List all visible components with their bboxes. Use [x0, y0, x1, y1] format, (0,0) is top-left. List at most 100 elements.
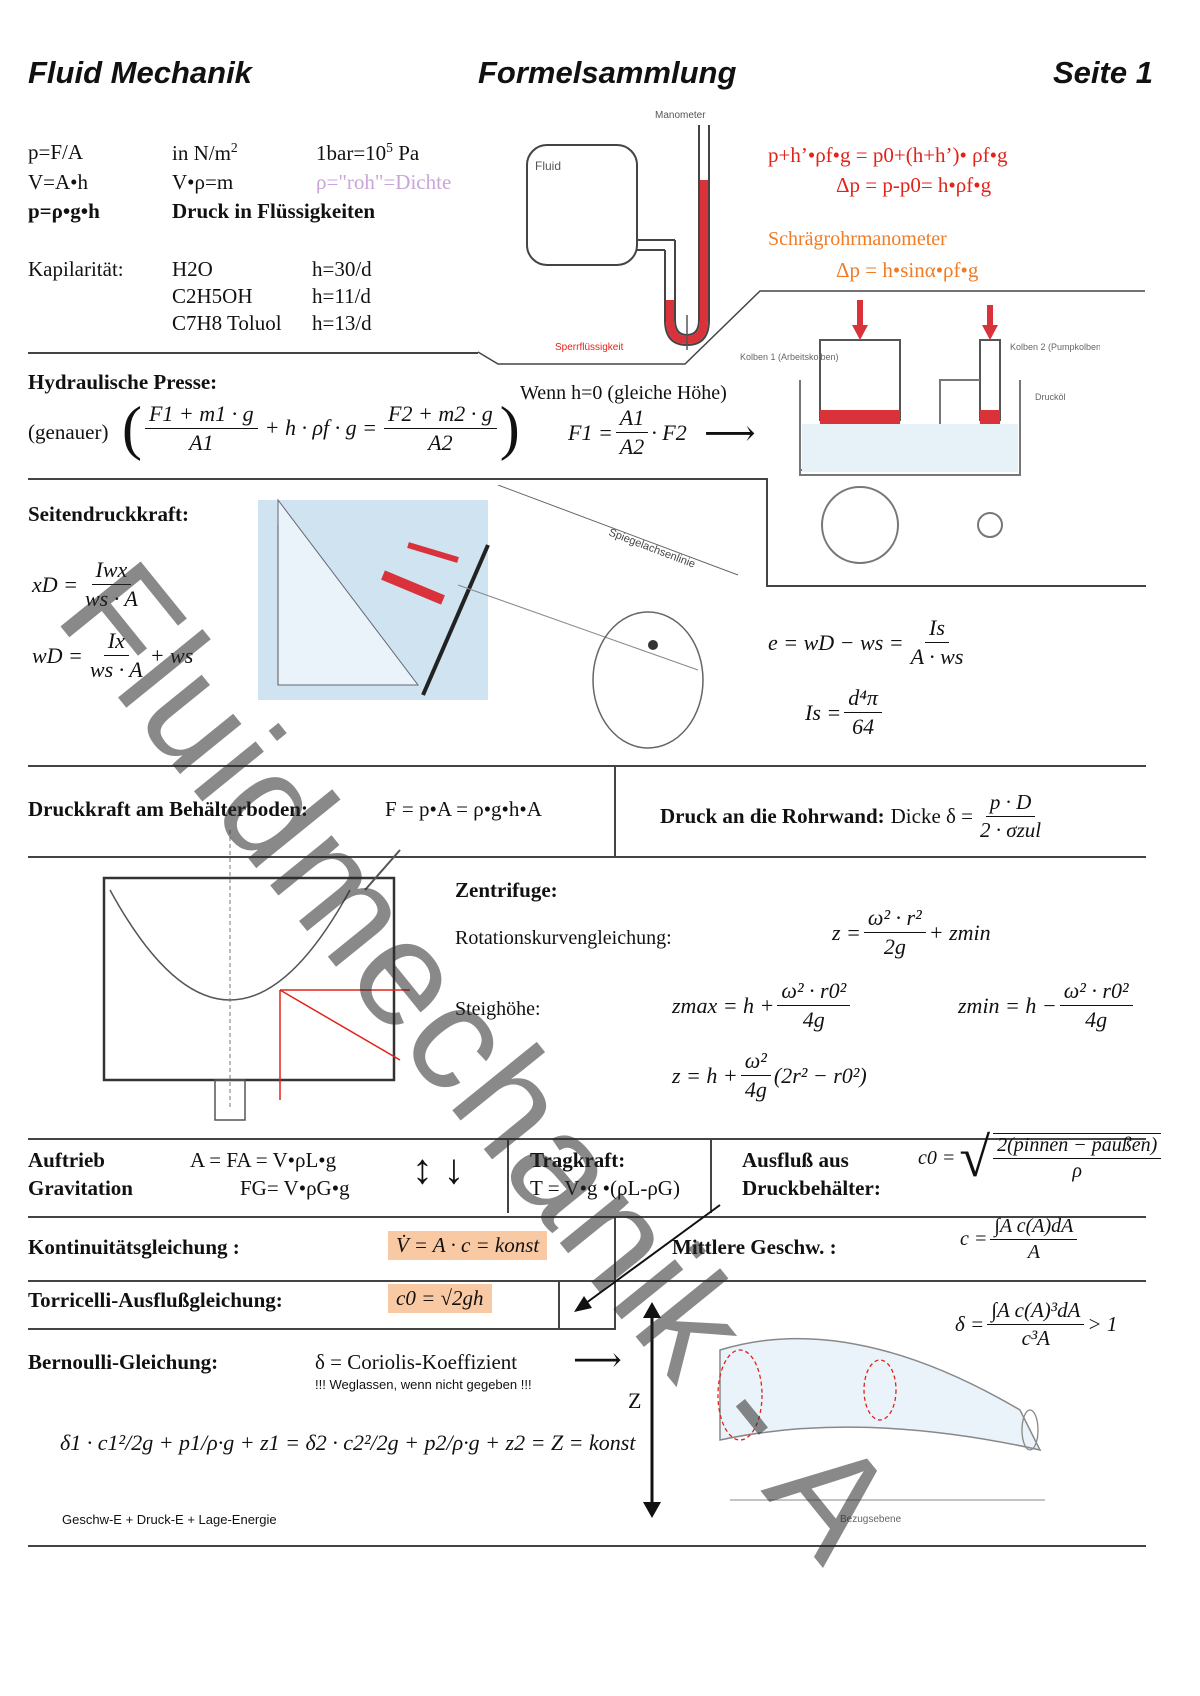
bernoulli-eq: δ1 · c1²/2g + p1/ρ·g + z1 = δ2 · c2²/2g …	[60, 1430, 636, 1455]
gravitation-label: Gravitation	[28, 1176, 133, 1200]
kap-ethanol-val: h=11/d	[312, 284, 371, 308]
bernoulli-title: Bernoulli-Gleichung:	[28, 1350, 219, 1374]
bernoulli-arrow: ⟶	[573, 1342, 622, 1379]
torricelli-title: Torricelli-Ausflußgleichung:	[28, 1288, 283, 1312]
force-arrows: ↕ ↓	[412, 1147, 465, 1193]
divider	[28, 1545, 1146, 1547]
steighoehe-label: Steighöhe:	[455, 998, 541, 1020]
divider	[28, 856, 1146, 858]
weglassen-note: !!! Weglassen, wenn nicht gegeben !!!	[315, 1377, 532, 1392]
kap-ethanol: C2H5OH	[172, 284, 253, 308]
svg-text:Fluid: Fluid	[535, 159, 561, 173]
kap-toluol-val: h=13/d	[312, 311, 372, 335]
hydraulic-title: Hydraulische Presse:	[28, 370, 218, 394]
divider	[28, 352, 478, 354]
mittlere-title: Mittlere Geschw. :	[672, 1235, 837, 1259]
hydraulic-wenn: Wenn h=0 (gleiche Höhe)	[520, 382, 727, 404]
divider	[28, 1138, 1146, 1140]
seitendruck-diagram: Spiegelachsenlinie	[258, 485, 739, 749]
kap-toluol: C7H8 Toluol	[172, 311, 282, 335]
ausfluss-formula: c0 = √ 2(pinnen − paußen)ρ	[918, 1130, 1164, 1186]
druckkraft-eq: F = p•A = ρ•g•h•A	[385, 797, 542, 821]
stream-tube-diagram: Bezugsebene	[717, 1337, 1045, 1525]
basics-mass: V•ρ=m	[172, 170, 234, 194]
hydraulic-press-diagram: Kolben 1 (Arbeitskolben) Kolben 2 (Pumpk…	[740, 300, 1100, 564]
basics-unit: in N/m2	[172, 140, 238, 165]
hydraulic-arrow: ⟶	[704, 413, 756, 453]
gravitation-eq: FG= V•ρG•g	[240, 1176, 350, 1200]
z-label: Z	[628, 1388, 642, 1413]
divider	[766, 478, 768, 586]
z-arrow	[643, 1302, 661, 1518]
svg-text:Kolben 1 (Arbeitskolben): Kolben 1 (Arbeitskolben)	[740, 352, 839, 362]
basics-density: ρ="roh"=Dichte	[316, 170, 452, 194]
header-left-title: Fluid Mechanik	[28, 55, 252, 90]
divider	[28, 765, 1146, 767]
divider	[28, 1280, 1146, 1282]
basics-bar: 1bar=105 Pa	[316, 140, 420, 165]
manometer-eq1: p+h’•ρf•g = p0+(h+h’)• ρf•g	[768, 143, 1008, 167]
divider	[28, 1216, 1146, 1218]
manometer-diagram: Fluid Manometer Sperrflüssigkeit	[526, 110, 710, 353]
seiten-title: Seitendruckkraft:	[28, 502, 189, 526]
divider	[507, 1138, 509, 1213]
basics-hydrostatic-label: Druck in Flüssigkeiten	[172, 199, 376, 223]
svg-text:Sperrflüssigkeit: Sperrflüssigkeit	[555, 342, 624, 353]
kap-water-val: h=30/d	[312, 257, 372, 281]
svg-text:Kolben 2 (Pumpkolben): Kolben 2 (Pumpkolben)	[1010, 342, 1100, 352]
energie-label: Geschw-E + Druck-E + Lage-Energie	[62, 1512, 277, 1527]
zentrifuge-diagram	[102, 830, 410, 1121]
kap-water: H2O	[172, 257, 213, 281]
svg-text:Manometer: Manometer	[655, 110, 706, 121]
manometer-eq2: Δp = p-p0= h•ρf•g	[836, 173, 992, 197]
basics-volume: V=A•h	[28, 170, 89, 194]
divider	[710, 1138, 712, 1213]
svg-text:Spiegelachsenlinie: Spiegelachsenlinie	[607, 527, 697, 571]
druckkraft-title: Druckkraft am Behälterboden:	[28, 797, 308, 821]
zentrifuge-title: Zentrifuge:	[455, 878, 558, 902]
torricelli-eq: c0 = √2gh	[388, 1284, 492, 1313]
header-page-number: Seite 1	[1053, 55, 1153, 90]
kontinuitaet-eq: V̇ = A · c = konst	[388, 1231, 548, 1260]
fluid-tank	[526, 144, 638, 266]
schraegrohr-title: Schrägrohrmanometer	[768, 228, 947, 250]
kontinuitaet-title: Kontinuitätsgleichung :	[28, 1235, 240, 1259]
schraegrohr-eq: Δp = h•sinα•ρf•g	[836, 258, 979, 282]
ausfluss-title2: Druckbehälter:	[742, 1176, 881, 1200]
divider	[766, 585, 1146, 587]
basics-hydrostatic: p=ρ•g•h	[28, 199, 100, 223]
header-center-title: Formelsammlung	[478, 55, 737, 90]
pointer-arrow	[574, 1204, 721, 1312]
divider	[614, 1216, 616, 1328]
ausfluss-title1: Ausfluß aus	[742, 1148, 849, 1172]
coriolis-label: δ = Coriolis-Koeffizient	[315, 1350, 518, 1374]
divider	[614, 766, 616, 856]
tragkraft-title: Tragkraft:	[530, 1148, 626, 1172]
auftrieb-eq: A = FA = V•ρL•g	[190, 1148, 337, 1172]
basics-pressure: p=F/A	[28, 140, 84, 164]
hydraulic-genauer: (genauer)	[28, 420, 109, 444]
divider	[28, 478, 768, 480]
tragkraft-eq: T = V•g •(ρL-ρG)	[530, 1176, 680, 1200]
svg-text:Drucköl: Drucköl	[1035, 392, 1066, 402]
divider-slant	[477, 290, 1145, 365]
auftrieb-label: Auftrieb	[28, 1148, 105, 1172]
divider	[558, 1280, 560, 1328]
kapilaritaet-label: Kapilarität:	[28, 257, 124, 281]
rotation-label: Rotationskurvengleichung:	[455, 927, 672, 949]
divider	[28, 1328, 616, 1330]
